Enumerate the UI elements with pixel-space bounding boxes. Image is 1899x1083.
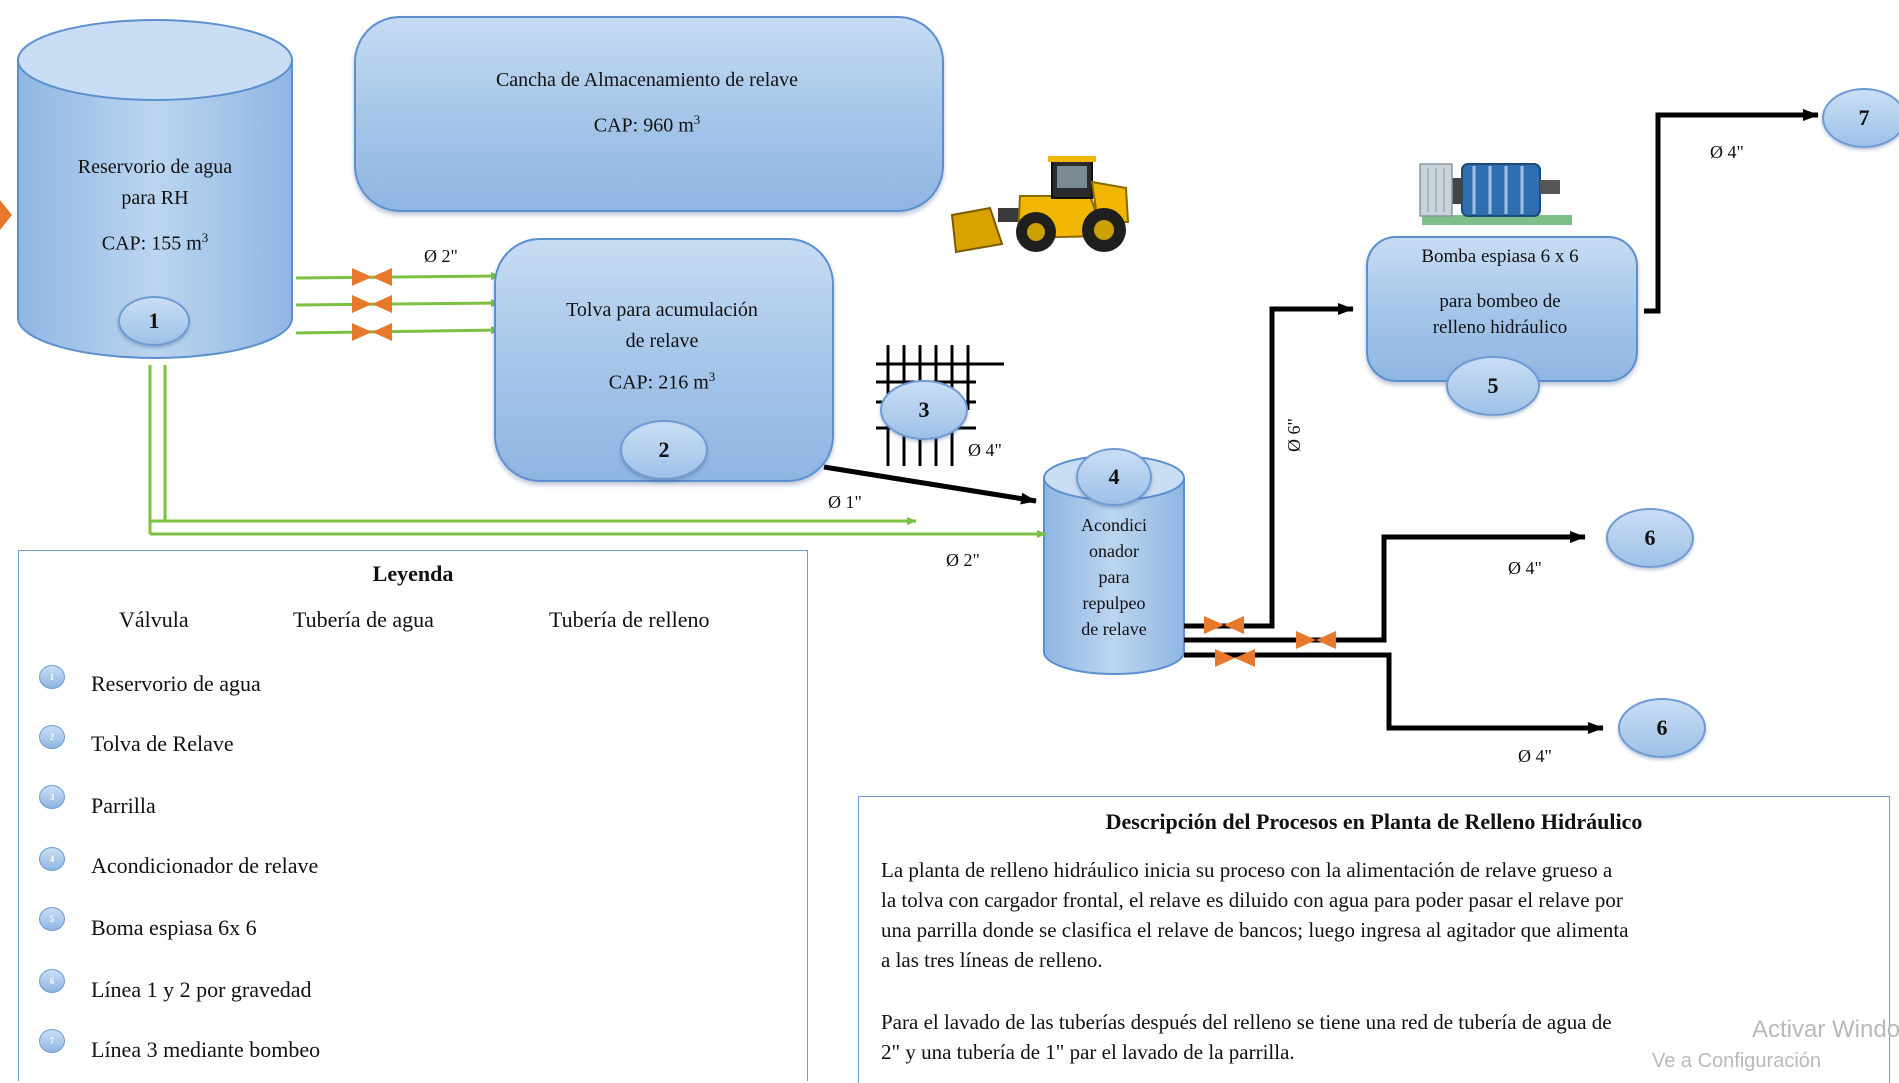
hopper-title-2: de relave [625,330,699,352]
node-6b-number: 6 [1656,715,1668,740]
hopper-capacity-unit-sup: 3 [708,369,716,384]
pipe-label-grate-4in: Ø 4" [968,440,1002,460]
edge-marker [0,200,12,230]
conditioner-line-3: para [1098,567,1130,588]
storage-yard-capacity-unit-sup: 3 [693,112,701,127]
legend-item-2-dot: 2 [39,725,65,749]
legend-item-1: Reservorio de agua [91,671,261,696]
pipe-label-water-1in: Ø 1" [828,492,862,512]
pump-title-1: Bomba espiasa 6 x 6 [1421,246,1579,267]
storage-yard-title: Cancha de Almacenamiento de relave [495,69,799,91]
node-7-badge: 7 [1822,88,1899,148]
pipe-label-pump-6in: Ø 6" [1284,418,1304,452]
legend-item-3-dot: 3 [39,785,65,809]
legend-item-7: Línea 3 mediante bombeo [91,1037,321,1062]
pipe-label-line6b-4in: Ø 4" [1518,746,1552,766]
node-1-number: 1 [148,308,160,333]
pump-label: Bomba espiasa 6 x 6 para bombeo de relle… [1366,244,1634,342]
node-5-number: 5 [1487,373,1499,398]
node-1-badge: 1 [118,296,190,346]
conditioner-line-5: de relave [1081,619,1147,640]
legend-item-2: Tolva de Relave [91,731,234,756]
node-3-number: 3 [918,397,930,422]
description-p1-line-2: la tolva con cargador frontal, el relave… [881,888,1623,912]
reservoir-capacity-value: CAP: 155 m [101,232,202,255]
description-paragraph-1: La planta de relleno hidráulico inicia s… [881,855,1629,975]
water-valves [352,268,392,341]
legend-item-5-dot: 5 [39,907,65,931]
watermark-line-1: Activar Windows [1752,1016,1899,1043]
hopper-capacity-value: CAP: 216 m [608,371,709,394]
legend-item-6-dot: 6 [39,969,65,993]
description-paragraph-2: Para el lavado de las tuberías después d… [881,1007,1612,1067]
water-pipes [148,272,1047,538]
storage-yard-box [354,16,944,212]
pipe-label-line7-4in: Ø 4" [1710,142,1744,162]
description-title: Descripción del Procesos en Planta de Re… [1105,809,1643,834]
node-7-number: 7 [1858,105,1870,130]
node-2-number: 2 [658,437,670,462]
legend-fill-pipe-label: Tubería de relleno [549,607,710,632]
legend-item-4: Acondicionador de relave [91,853,319,878]
conditioner-line-2: onador [1089,541,1139,562]
legend-item-6: Línea 1 y 2 por gravedad [91,977,312,1002]
pipe-label-water-2in-bottom: Ø 2" [946,550,980,570]
node-2-badge: 2 [620,420,708,480]
pipe-label-water-2in-top: Ø 2" [424,246,458,266]
reservoir-title-2: para RH [121,187,189,209]
description-p2-line-1: Para el lavado de las tuberías después d… [881,1010,1612,1034]
reservoir-capacity-unit-sup: 3 [201,230,209,245]
node-4-badge: 4 [1076,448,1152,506]
hopper-title-1: Tolva para acumulación [566,299,758,321]
legend-title: Leyenda [372,561,454,586]
legend-item-4-dot: 4 [39,847,65,871]
front-loader-icon [950,156,1130,254]
fill-valves [1204,616,1336,667]
description-panel: Descripción del Procesos en Planta de Re… [858,796,1890,1083]
node-3-badge: 3 [880,380,968,440]
reservoir-cylinder [17,19,293,359]
conditioner-line-4: repulpeo [1082,593,1146,614]
description-p1-line-3: una parrilla donde se clasifica el relav… [881,918,1629,942]
legend-water-pipe-label: Tubería de agua [293,607,434,632]
legend-item-7-dot: 7 [39,1029,65,1053]
pump-title-3: relleno hidráulico [1432,317,1568,339]
storage-yard-capacity: CAP: 960 m3 [354,110,940,142]
pump-motor-icon [1419,163,1572,225]
conditioner-line-1: Acondici [1081,515,1147,535]
description-p1-line-4: a las tres líneas de relleno. [881,948,1103,972]
reservoir-title-1: Reservorio de agua [77,156,233,178]
hopper-capacity: CAP: 216 m3 [494,367,830,399]
node-6a-badge: 6 [1606,508,1694,568]
pump-title-2: para bombeo de [1439,290,1561,312]
node-6a-number: 6 [1644,525,1656,550]
legend-panel: Leyenda Válvula Tubería de agua Tubería … [18,550,808,1081]
storage-yard-label: Cancha de Almacenamiento de relave CAP: … [354,65,940,142]
legend-item-5: Boma espiasa 6x 6 [91,915,257,940]
reservoir-label: Reservorio de agua para RH CAP: 155 m3 [30,152,280,260]
legend-item-1-dot: 1 [39,665,65,689]
reservoir-capacity: CAP: 155 m3 [30,228,280,260]
fill-pipes [823,109,1819,734]
node-5-badge: 5 [1446,356,1540,416]
pipe-label-line6a-4in: Ø 4" [1508,558,1542,578]
watermark-line-2: Ve a Configuración [1652,1050,1822,1072]
legend-item-3: Parrilla [91,793,156,818]
storage-yard-capacity-value: CAP: 960 m [593,114,694,137]
node-4-number: 4 [1108,464,1120,489]
node-6b-badge: 6 [1618,698,1706,758]
description-p1-line-1: La planta de relleno hidráulico inicia s… [881,858,1613,882]
conditioner-label: Acondici onador para repulpeo de relave [1044,512,1184,642]
hopper-label: Tolva para acumulación de relave CAP: 21… [494,295,830,399]
legend-valve-label: Válvula [119,607,189,632]
description-p2-line-2: 2" y una tubería de 1" par el lavado de … [881,1040,1295,1064]
